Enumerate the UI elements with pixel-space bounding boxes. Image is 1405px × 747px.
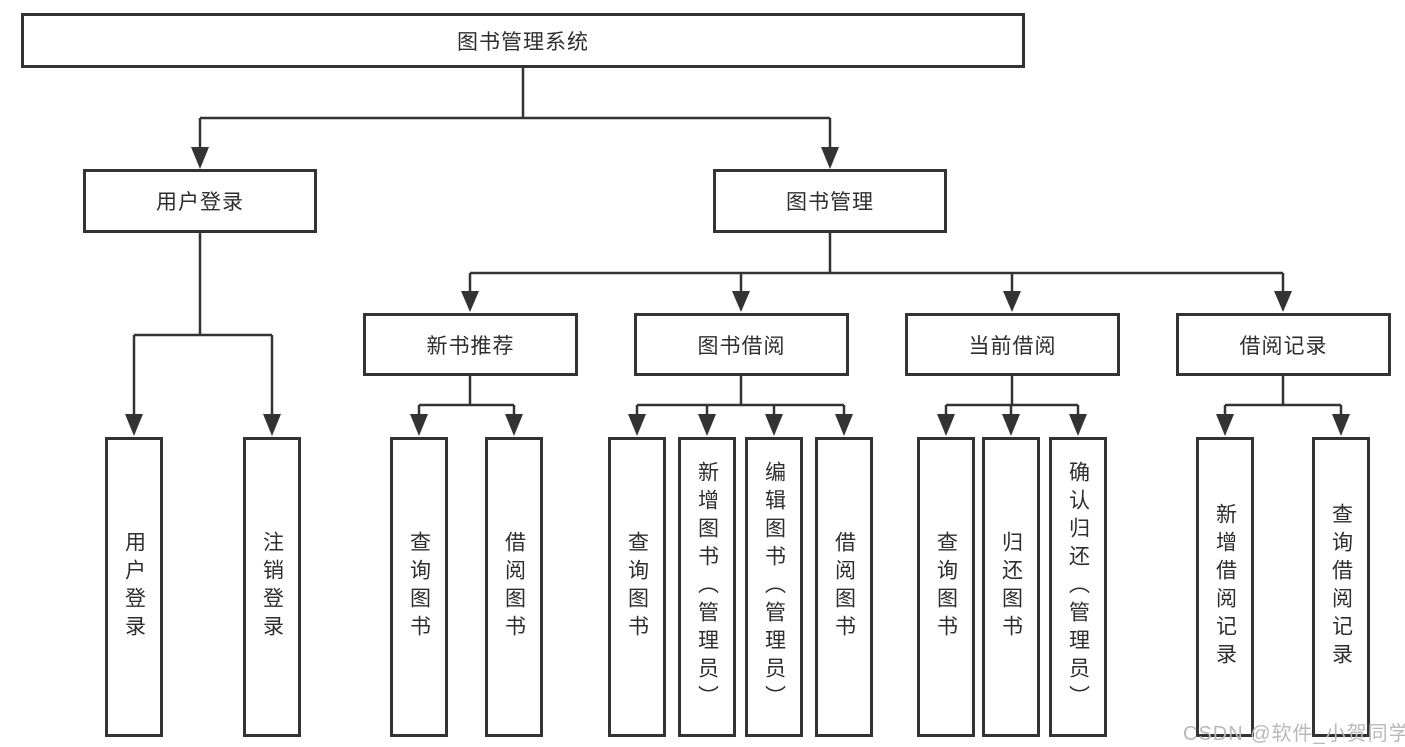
node-leaf-record-add-label: 新增借阅记录: [1213, 503, 1237, 671]
node-book-borrow-label: 图书借阅: [697, 334, 786, 358]
node-leaf-logout-label: 注销登录: [260, 531, 284, 643]
arrow-down-icon: [821, 147, 839, 169]
node-leaf-current-return-label: 归还图书: [999, 531, 1023, 643]
node-leaf-newbook-borrow: 借阅图书: [485, 437, 543, 737]
connector-new-book-group: [417, 376, 516, 419]
node-borrow-record-label: 借阅记录: [1239, 334, 1328, 358]
node-new-book: 新书推荐: [363, 313, 578, 376]
connector-borrow-record-group: [1223, 376, 1343, 419]
arrow-down-icon: [263, 414, 281, 436]
node-leaf-borrow-edit-label: 编辑图书（管理员）: [762, 461, 786, 713]
arrow-down-icon: [765, 414, 783, 436]
node-leaf-borrow-edit: 编辑图书（管理员）: [745, 437, 803, 737]
node-leaf-newbook-query: 查询图书: [390, 437, 448, 737]
node-leaf-borrow-add-label: 新增图书（管理员）: [695, 461, 719, 713]
arrow-down-icon: [1003, 291, 1021, 312]
arrow-down-icon: [191, 147, 209, 169]
node-root-label: 图书管理系统: [457, 30, 589, 54]
csdn-watermark: CSDN @软件_小贺同学: [1183, 723, 1405, 745]
node-user-login: 用户登录: [83, 169, 317, 233]
connector-user-login-group: [132, 232, 274, 415]
connector-root-to-level2: [198, 66, 832, 152]
node-leaf-newbook-borrow-label: 借阅图书: [502, 531, 526, 643]
arrow-down-icon: [1002, 414, 1020, 436]
node-book-borrow: 图书借阅: [634, 313, 849, 376]
arrow-down-icon: [125, 414, 143, 436]
node-leaf-borrow-query: 查询图书: [608, 437, 666, 737]
connector-book-mgmt-to-level3: [468, 232, 1285, 295]
arrow-down-icon: [732, 291, 750, 312]
arrow-down-icon: [461, 291, 479, 312]
node-leaf-newbook-query-label: 查询图书: [407, 531, 431, 643]
node-leaf-borrow-borrow-label: 借阅图书: [832, 531, 856, 643]
node-leaf-borrow-borrow: 借阅图书: [815, 437, 873, 737]
node-leaf-borrow-query-label: 查询图书: [625, 531, 649, 643]
node-root: 图书管理系统: [21, 13, 1025, 68]
node-leaf-current-query-label: 查询图书: [934, 531, 958, 643]
arrow-down-icon: [1069, 414, 1087, 436]
node-book-mgmt: 图书管理: [713, 169, 947, 233]
connector-book-borrow-group: [635, 376, 846, 419]
arrow-down-icon: [1332, 414, 1350, 436]
node-book-mgmt-label: 图书管理: [786, 191, 874, 214]
node-user-login-label: 用户登录: [156, 191, 244, 214]
node-borrow-record: 借阅记录: [1176, 313, 1391, 376]
node-leaf-user-login-label: 用户登录: [122, 531, 146, 643]
node-leaf-user-login: 用户登录: [105, 437, 163, 737]
node-leaf-record-query: 查询借阅记录: [1312, 437, 1370, 737]
arrow-down-icon: [1274, 291, 1292, 312]
node-leaf-current-confirm: 确认归还（管理员）: [1049, 437, 1107, 737]
node-leaf-current-confirm-label: 确认归还（管理员）: [1066, 461, 1090, 713]
node-new-book-label: 新书推荐: [426, 334, 515, 358]
node-leaf-current-return: 归还图书: [982, 437, 1040, 737]
arrowheads: [125, 147, 1350, 436]
node-leaf-logout: 注销登录: [243, 437, 301, 737]
node-leaf-current-query: 查询图书: [917, 437, 975, 737]
arrow-down-icon: [1216, 414, 1234, 436]
arrow-down-icon: [410, 414, 428, 436]
arrow-down-icon: [698, 414, 716, 436]
arrow-down-icon: [628, 414, 646, 436]
connector-current-borrow-group: [944, 376, 1080, 419]
node-current-borrow-label: 当前借阅: [968, 334, 1057, 358]
arrow-down-icon: [937, 414, 955, 436]
node-leaf-borrow-add: 新增图书（管理员）: [678, 437, 736, 737]
node-leaf-record-add: 新增借阅记录: [1196, 437, 1254, 737]
arrow-down-icon: [835, 414, 853, 436]
arrow-down-icon: [505, 414, 523, 436]
node-leaf-record-query-label: 查询借阅记录: [1329, 503, 1353, 671]
node-current-borrow: 当前借阅: [905, 313, 1120, 376]
